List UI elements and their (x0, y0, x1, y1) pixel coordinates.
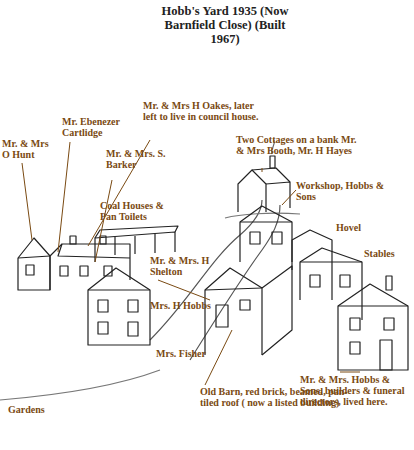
callout-label: Mrs. Fisher (156, 348, 226, 359)
callout-label: Mr. Ebenezer Cartlidge (62, 116, 140, 138)
callout-label: Stables (364, 248, 412, 259)
callout-label: Gardens (8, 404, 68, 415)
callout-label: Mr. & Mrs H Oakes, later left to live in… (143, 100, 261, 122)
callout-label: Coal Houses & Pan Toilets (100, 200, 180, 222)
callout-label: Mrs. H Hobbs (150, 300, 225, 311)
callout-label: Mr. & Mrs. H Shelton (150, 255, 212, 277)
callout-label: Hovel (336, 222, 376, 233)
title: Hobb's Yard 1935 (Now Barnfield Close) (… (150, 4, 300, 46)
callout-label: Workshop, Hobbs & Sons (296, 180, 396, 202)
callout-label: Mr. & Mrs O Hunt (2, 138, 54, 160)
callout-label: Mr. & Mrs. Hobbs & Sons, builders & fune… (300, 374, 412, 407)
callout-label: Mr. & Mrs. S. Barker (106, 148, 166, 170)
callout-label: Two Cottages on a bank Mr. & Mrs Booth, … (236, 134, 358, 156)
